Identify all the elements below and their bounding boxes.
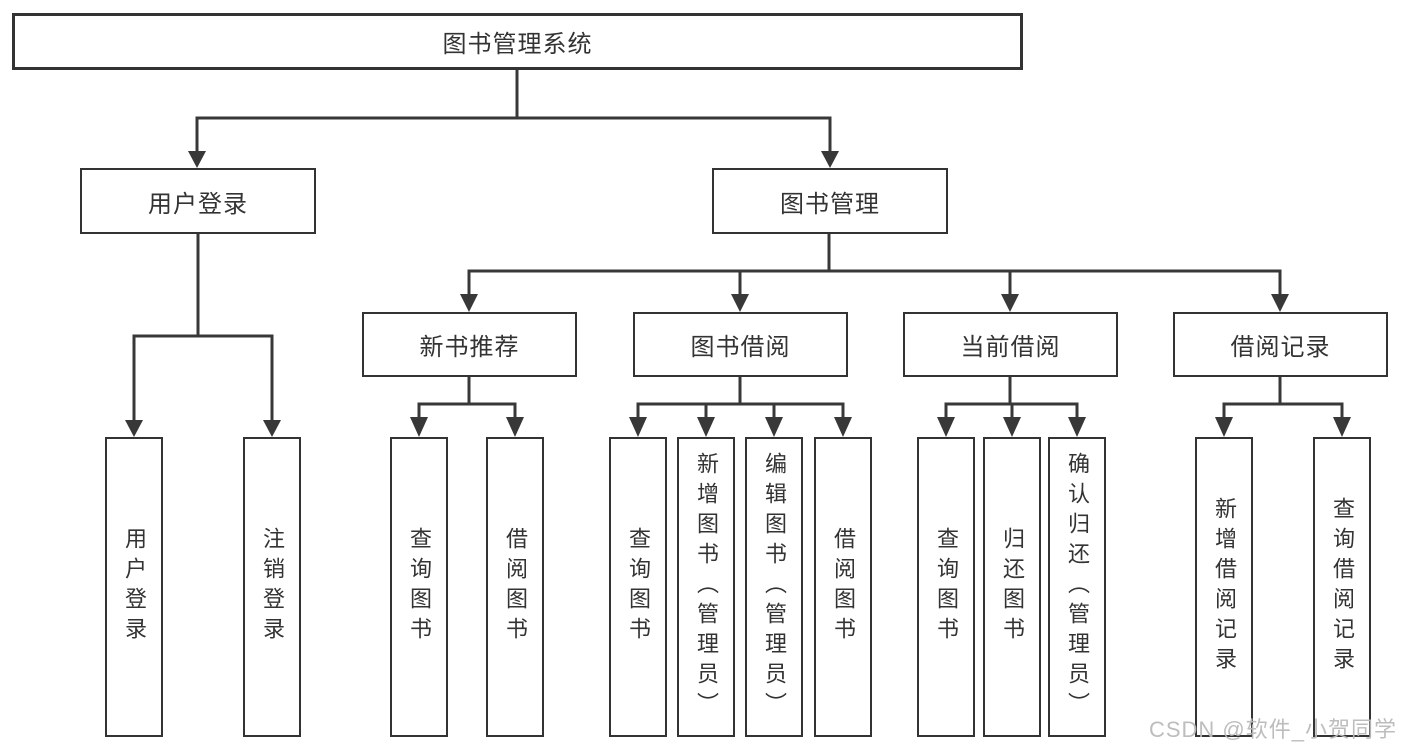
leaf-borrow-books-1-label: 借阅图书 (503, 527, 528, 647)
node-user-login-label: 用户登录 (148, 190, 248, 218)
node-book-borrowing-label: 图书借阅 (690, 334, 791, 361)
leaf-borrow-books-2: 借阅图书 (814, 437, 872, 737)
node-book-management-label: 图书管理 (780, 190, 880, 218)
node-current-borrowing-label: 当前借阅 (960, 334, 1061, 361)
leaf-confirm-return-admin-label: 确认归还（管理员） (1065, 452, 1090, 722)
leaf-query-borrow-record: 查询借阅记录 (1313, 437, 1371, 737)
leaf-query-books-2-label: 查询图书 (626, 527, 651, 647)
leaf-logout-label: 注销登录 (260, 527, 285, 647)
leaf-query-books-3: 查询图书 (917, 437, 975, 737)
leaf-user-login: 用户登录 (105, 437, 163, 737)
leaf-borrow-books-1: 借阅图书 (486, 437, 544, 737)
leaf-query-borrow-record-label: 查询借阅记录 (1330, 497, 1355, 677)
leaf-edit-books-admin-label: 编辑图书（管理员） (762, 452, 787, 722)
node-new-book-recommendation: 新书推荐 (362, 312, 577, 377)
leaf-logout: 注销登录 (243, 437, 301, 737)
node-borrowing-records-label: 借阅记录 (1230, 334, 1331, 361)
node-root-label: 图书管理系统 (442, 31, 593, 58)
leaf-query-books-1: 查询图书 (390, 437, 448, 737)
leaf-user-login-label: 用户登录 (122, 527, 147, 647)
leaf-query-books-2: 查询图书 (609, 437, 667, 737)
leaf-query-books-1-label: 查询图书 (407, 527, 432, 647)
node-current-borrowing: 当前借阅 (903, 312, 1118, 377)
leaf-add-books-admin-label: 新增图书（管理员） (694, 452, 719, 722)
node-new-book-recommendation-label: 新书推荐 (419, 334, 520, 361)
leaf-return-books: 归还图书 (983, 437, 1041, 737)
leaf-add-books-admin: 新增图书（管理员） (677, 437, 735, 737)
leaf-confirm-return-admin: 确认归还（管理员） (1048, 437, 1106, 737)
leaf-query-books-3-label: 查询图书 (934, 527, 959, 647)
leaf-borrow-books-2-label: 借阅图书 (831, 527, 856, 647)
node-user-login: 用户登录 (80, 168, 316, 234)
csdn-watermark: CSDN @软件_小贺同学 (1148, 717, 1397, 742)
node-book-management: 图书管理 (712, 168, 948, 234)
leaf-return-books-label: 归还图书 (1000, 527, 1025, 647)
node-borrowing-records: 借阅记录 (1173, 312, 1388, 377)
leaf-add-borrow-record-label: 新增借阅记录 (1212, 497, 1237, 677)
leaf-edit-books-admin: 编辑图书（管理员） (745, 437, 803, 737)
node-book-borrowing: 图书借阅 (633, 312, 848, 377)
node-root-library-system: 图书管理系统 (12, 13, 1023, 70)
leaf-add-borrow-record: 新增借阅记录 (1195, 437, 1253, 737)
